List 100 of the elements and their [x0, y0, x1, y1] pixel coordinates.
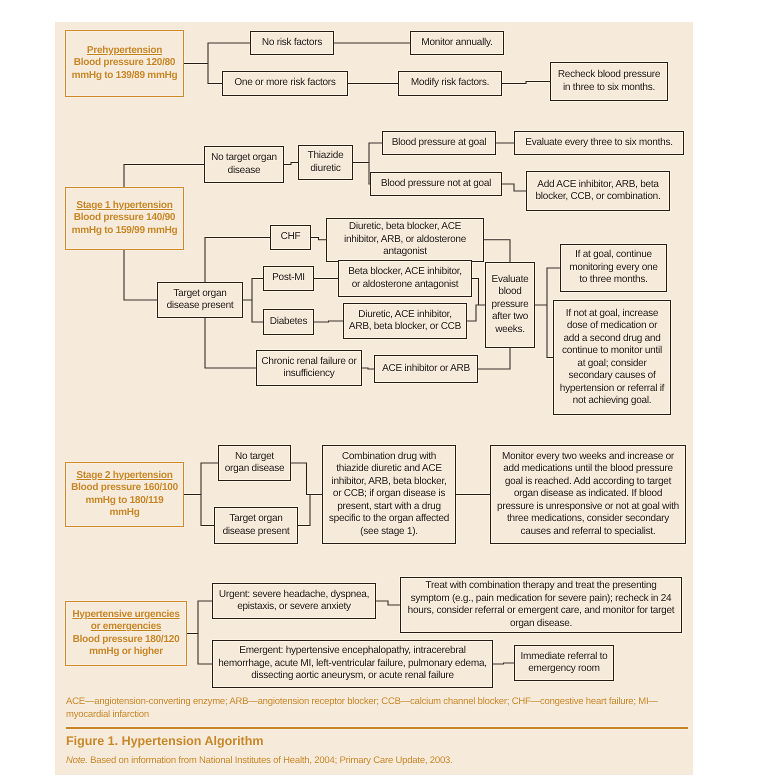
- process-box: [338, 260, 472, 297]
- connector-line: [478, 348, 511, 370]
- box-text: CHF: [280, 231, 300, 244]
- connector-line: [348, 82, 398, 84]
- connector-line: [535, 304, 553, 358]
- box-text: Thiazide diuretic: [306, 150, 344, 175]
- source-note: Note. Based on information from National Institutes of Health, 2004; Primary Care Update, 2003.: [66, 755, 453, 766]
- process-box: [322, 445, 456, 544]
- stage-heading: Prehypertension: [86, 44, 162, 58]
- stage-heading: Stage 1 hypertension: [76, 200, 173, 212]
- box-text: Blood pressure 160/100 mmHg to 180/119 mmHg: [70, 482, 179, 520]
- connector-line: [484, 239, 511, 262]
- process-box: [157, 282, 243, 318]
- box-text: Beta blocker, ACE inhibitor, or aldosterone antagonist: [347, 266, 463, 291]
- box-text: If not at goal, increase dose of medication or add a second drug and continue to monitor until at goal; consider secondary causes of hypertension or referral if not achieving goal.: [558, 308, 666, 408]
- box-text: Blood pressure 140/90 mmHg to 159/99 mmHg: [70, 212, 178, 238]
- stage-box: [65, 601, 187, 666]
- connector-line: [362, 367, 374, 370]
- box-text: Monitor annually.: [421, 36, 493, 50]
- connector-line: [314, 320, 343, 323]
- box-text: Target organ disease present: [222, 513, 291, 538]
- process-box: [485, 262, 535, 348]
- process-box: [382, 131, 496, 155]
- box-text: No risk factors: [262, 36, 322, 50]
- box-text: If at goal, continue monitoring every one to three months.: [568, 249, 659, 287]
- box-text: Blood pressure not at goal: [380, 178, 492, 190]
- process-box: [250, 31, 334, 55]
- connector-line: [376, 600, 400, 606]
- connector-line: [284, 162, 298, 166]
- stage-heading: Stage 2 hypertension: [76, 470, 173, 482]
- stage-heading: Hypertensive urgencies or emergencies: [71, 608, 181, 634]
- process-box: [553, 300, 671, 415]
- box-text: Evaluate blood pressure after two weeks.: [490, 274, 530, 336]
- connector-line: [456, 494, 490, 496]
- box-text: Chronic renal failure or insufficiency: [261, 356, 357, 380]
- process-box: [514, 645, 614, 681]
- box-text: Add ACE inhibitor, ARB, beta blocker, CCB, or combination.: [534, 178, 662, 204]
- connector-line: [204, 318, 256, 369]
- box-text: Post-MI: [272, 272, 305, 285]
- connector-line: [311, 236, 326, 240]
- connector-line: [187, 632, 212, 665]
- connector-line: [243, 299, 263, 323]
- box-text: Diuretic, beta blocker, ACE inhibitor, ARB, or aldosterone antagonist: [342, 221, 468, 258]
- process-box: [298, 145, 353, 180]
- stage-box: [65, 187, 184, 250]
- connector-line: [184, 62, 222, 84]
- stage-box: [65, 462, 184, 527]
- box-text: Combination drug with thiazide diuretic and ACE inhibitor, ARB, beta blocker, or CCB; if organ disease is present, start with a drug specific to the organ affected (see stage 1).: [328, 450, 450, 538]
- connector-line: [496, 142, 514, 144]
- connector-line: [467, 304, 485, 322]
- box-text: Treat with combination therapy and treat the presenting symptom (e.g., pain medication for severe pain); recheck in 24 hours, consider referral or emergent care, and monitor for target organ disease.: [406, 580, 676, 630]
- connector-line: [204, 236, 270, 282]
- connector-line: [314, 278, 338, 280]
- connector-line: [298, 494, 322, 526]
- box-text: Blood pressure at goal: [392, 136, 486, 150]
- connector-line: [502, 80, 550, 84]
- connector-line: [123, 164, 204, 187]
- box-text: Modify risk factors.: [410, 77, 490, 90]
- process-box: [326, 218, 484, 262]
- process-box: [222, 71, 348, 96]
- abbreviation-footnote: ACE—angiotension-converting enzyme; ARB—angiotension receptor blocker; CCB—calcium channel blocker; CHF—congestive heart failure; MI—myocardial infarction: [66, 696, 659, 722]
- process-box: [560, 244, 667, 292]
- process-box: [490, 445, 686, 544]
- box-text: Immediate referral to emergency room: [519, 650, 608, 676]
- box-text: Diuretic, ACE inhibitor, ARB, beta blocker, or CCB: [348, 308, 462, 334]
- box-text: Evaluate every three to six months.: [525, 136, 673, 150]
- process-box: [214, 507, 298, 544]
- box-text: Target organ disease present: [166, 288, 235, 312]
- process-box: [550, 62, 668, 101]
- box-text: Blood pressure 180/120 mmHg or higher: [72, 634, 180, 658]
- connector-line: [493, 662, 514, 665]
- process-box: [370, 172, 502, 196]
- figure-caption: Figure 1. Hypertension Algorithm: [66, 734, 264, 748]
- process-box: [212, 583, 376, 619]
- process-box: [256, 350, 362, 386]
- box-text: No target organ disease: [224, 450, 286, 476]
- connector-line: [334, 42, 410, 44]
- box-text: Blood pressure 120/80 mmHg to 139/89 mmHg: [70, 57, 178, 82]
- process-box: [526, 171, 670, 211]
- connector-line: [502, 183, 526, 192]
- box-text: Urgent: severe headache, dyspnea, epistaxis, or severe anxiety: [218, 588, 370, 614]
- box-text: One or more risk factors: [234, 77, 336, 90]
- process-box: [398, 71, 502, 96]
- process-box: [204, 146, 284, 183]
- process-box: [374, 355, 478, 383]
- box-text: Diabetes: [270, 316, 308, 328]
- process-box: [514, 131, 684, 155]
- box-text: Monitor every two weeks and increase or add medications until the blood pressure goal is reached. Add according to target organ disease as indicated. If blood pressure is unresponsive or not at goal with three medications, consider secondary causes and referral to specialist.: [496, 450, 680, 538]
- process-box: [263, 309, 314, 335]
- process-box: [263, 266, 314, 291]
- box-text: Emergent: hypertensive encephalopathy, intracerebral hemorrhage, acute MI, left-ventricular failure, pulmonary edema, dissecting aortic aneurysm, or acute renal failure: [217, 645, 488, 683]
- box-text: ACE inhibitor or ARB: [382, 362, 470, 376]
- connector-line: [123, 250, 157, 301]
- process-box: [218, 445, 291, 481]
- box-text: Recheck blood pressure in three to six months.: [556, 69, 662, 94]
- process-box: [410, 31, 504, 55]
- process-box: [343, 303, 467, 339]
- connector-line: [184, 494, 214, 526]
- process-box: [270, 225, 311, 250]
- connector-line: [353, 162, 370, 185]
